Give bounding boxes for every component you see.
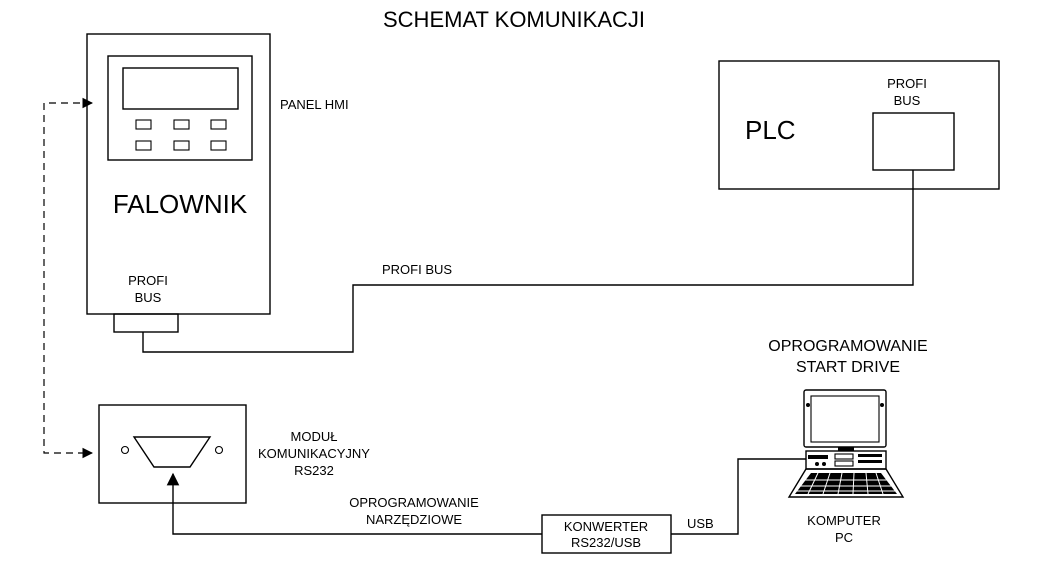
profibus-cable-label: PROFI BUS: [382, 262, 452, 277]
screw-left: [120, 445, 130, 455]
rs232-cable: [166, 472, 542, 535]
db9-connector: [132, 436, 212, 468]
usb-cable-label: USB: [687, 516, 714, 531]
computer-label-line2: PC: [835, 530, 853, 545]
falownik-port-label-line2: BUS: [135, 290, 162, 305]
falownik-port-label-line1: PROFI: [128, 273, 168, 288]
plc-profibus-module: [872, 112, 955, 171]
usb-cable: [671, 458, 806, 535]
module-label-line1: MODUŁ: [291, 429, 338, 444]
module-label-line3: RS232: [294, 463, 334, 478]
monitor-knob: [880, 403, 884, 407]
tool-software-label-line1: OPROGRAMOWANIE: [349, 495, 479, 510]
tool-software-label-line2: NARZĘDZIOWE: [366, 512, 462, 527]
start-drive-label-line2: START DRIVE: [796, 359, 900, 376]
converter-label-line2: RS232/USB: [571, 535, 641, 550]
hmi-key: [173, 119, 190, 130]
module-label-line2: KOMUNIKACYJNY: [258, 446, 370, 461]
plc-port-label-line2: BUS: [894, 93, 921, 108]
hmi-key: [210, 140, 227, 151]
screw-right: [214, 445, 224, 455]
hmi-panel: [107, 55, 253, 161]
start-drive-label-line1: OPROGRAMOWANIE: [768, 338, 927, 355]
converter: KONWERTER RS232/USB: [541, 514, 672, 554]
hmi-key: [135, 119, 152, 130]
plc-device: PLC PROFI BUS: [718, 60, 1000, 190]
diagram-title: SCHEMAT KOMUNIKACJI: [383, 7, 645, 32]
falownik-device: FALOWNIK PROFI BUS: [86, 33, 271, 333]
falownik-label: FALOWNIK: [113, 189, 248, 219]
dashed-connection: [43, 97, 94, 459]
computer-label-line1: KOMPUTER: [807, 513, 881, 528]
converter-label-line1: KONWERTER: [564, 519, 648, 534]
hmi-key: [173, 140, 190, 151]
hmi-key: [135, 140, 152, 151]
falownik-profibus-connector: [113, 313, 179, 333]
plc-label: PLC: [745, 115, 796, 145]
computer-icon: [787, 389, 905, 498]
profibus-cable: [142, 170, 914, 353]
monitor-knob: [806, 403, 810, 407]
plc-port-label-line1: PROFI: [887, 76, 927, 91]
hmi-display: [122, 67, 239, 110]
hmi-key: [210, 119, 227, 130]
panel-hmi-label: PANEL HMI: [280, 97, 349, 112]
